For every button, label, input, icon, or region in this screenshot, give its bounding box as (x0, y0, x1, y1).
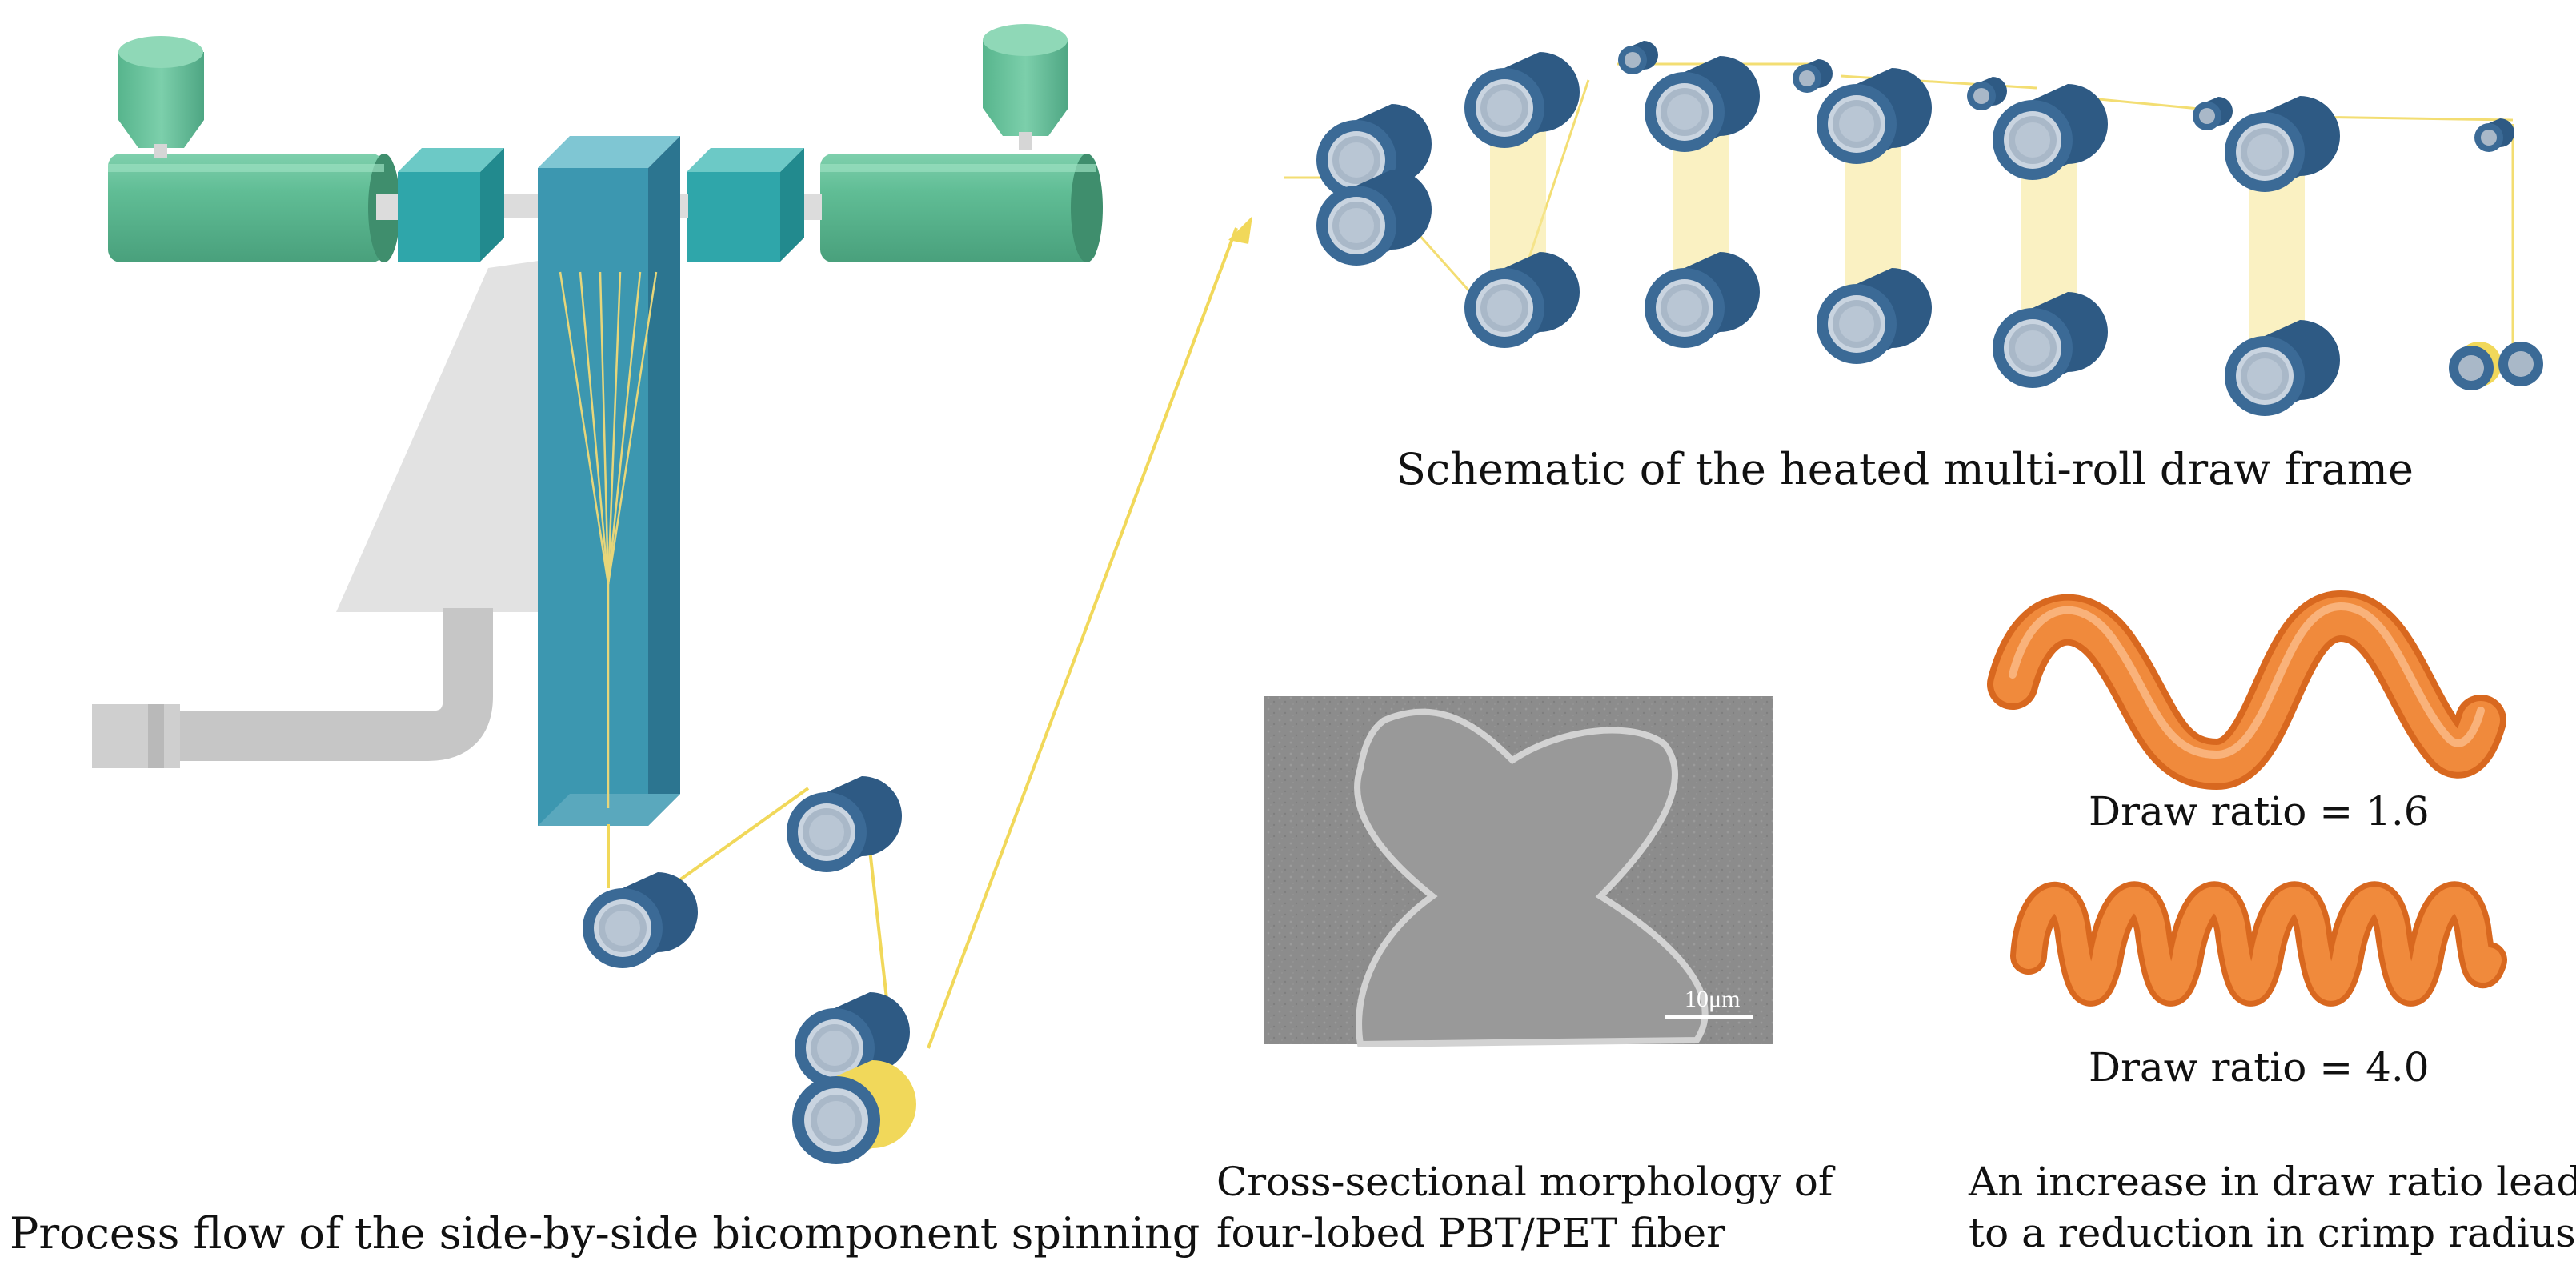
air-duct (164, 608, 493, 761)
air-duct-inlet (92, 704, 180, 768)
crimp-spring-low (1987, 590, 2506, 791)
caption-crimp-line2: to a reduction in crimp radius (1969, 1210, 2576, 1256)
guide-roller-4 (2193, 97, 2233, 130)
draw-ratio-high-label: Draw ratio = 4.0 (2089, 1044, 2430, 1091)
draw-frame-diagram (1284, 41, 2543, 416)
guide-roller-1 (1618, 41, 1658, 74)
draw-roller-1-bottom (1464, 252, 1580, 348)
draw-roller-1-top (1464, 52, 1580, 148)
godet-roller-1 (583, 872, 698, 968)
draw-frame-winder (2449, 342, 2543, 390)
draw-roller-4-top (1993, 84, 2108, 180)
quench-hood (336, 260, 544, 612)
crimp-spring-high (2010, 881, 2507, 1007)
yarn-path (607, 227, 1238, 1049)
sem-micrograph: 10μm (1264, 696, 1773, 1048)
draw-roller-2-bottom (1645, 252, 1760, 348)
caption-morphology-line1: Cross-sectional morphology of (1216, 1159, 1833, 1205)
flow-arrowhead (1228, 216, 1252, 244)
filament-bundle (559, 271, 658, 808)
draw-ratio-low-label: Draw ratio = 1.6 (2089, 788, 2430, 835)
extruder-left (108, 36, 400, 262)
spinning-process-diagram (92, 24, 1252, 1164)
draw-roller-3-bottom (1817, 268, 1932, 364)
draw-roller-3-top (1817, 68, 1932, 164)
guide-roller-3 (1967, 77, 2007, 110)
scale-bar-label: 10μm (1685, 986, 1740, 1012)
draw-roller-4-bottom (1993, 292, 2108, 388)
winder-bobbin (792, 1060, 916, 1164)
four-lobed-fiber-section (1354, 708, 1709, 1048)
spinning-column (538, 136, 680, 826)
draw-roller-5-top (2225, 96, 2340, 192)
draw-roller-5-bottom (2225, 320, 2340, 416)
scale-bar (1665, 1015, 1753, 1019)
draw-roller-2-top (1645, 56, 1760, 152)
guide-roller-5 (2474, 118, 2514, 152)
caption-spinning: Process flow of the side-by-side bicompo… (10, 1208, 1200, 1259)
extruder-right (796, 24, 1103, 262)
caption-crimp-line1: An increase in draw ratio leads (1969, 1159, 2576, 1205)
caption-draw-frame: Schematic of the heated multi-roll draw … (1396, 444, 2414, 494)
caption-morphology-line2: four-lobed PBT/PET fiber (1216, 1210, 1726, 1256)
metering-pump-left (398, 148, 540, 262)
